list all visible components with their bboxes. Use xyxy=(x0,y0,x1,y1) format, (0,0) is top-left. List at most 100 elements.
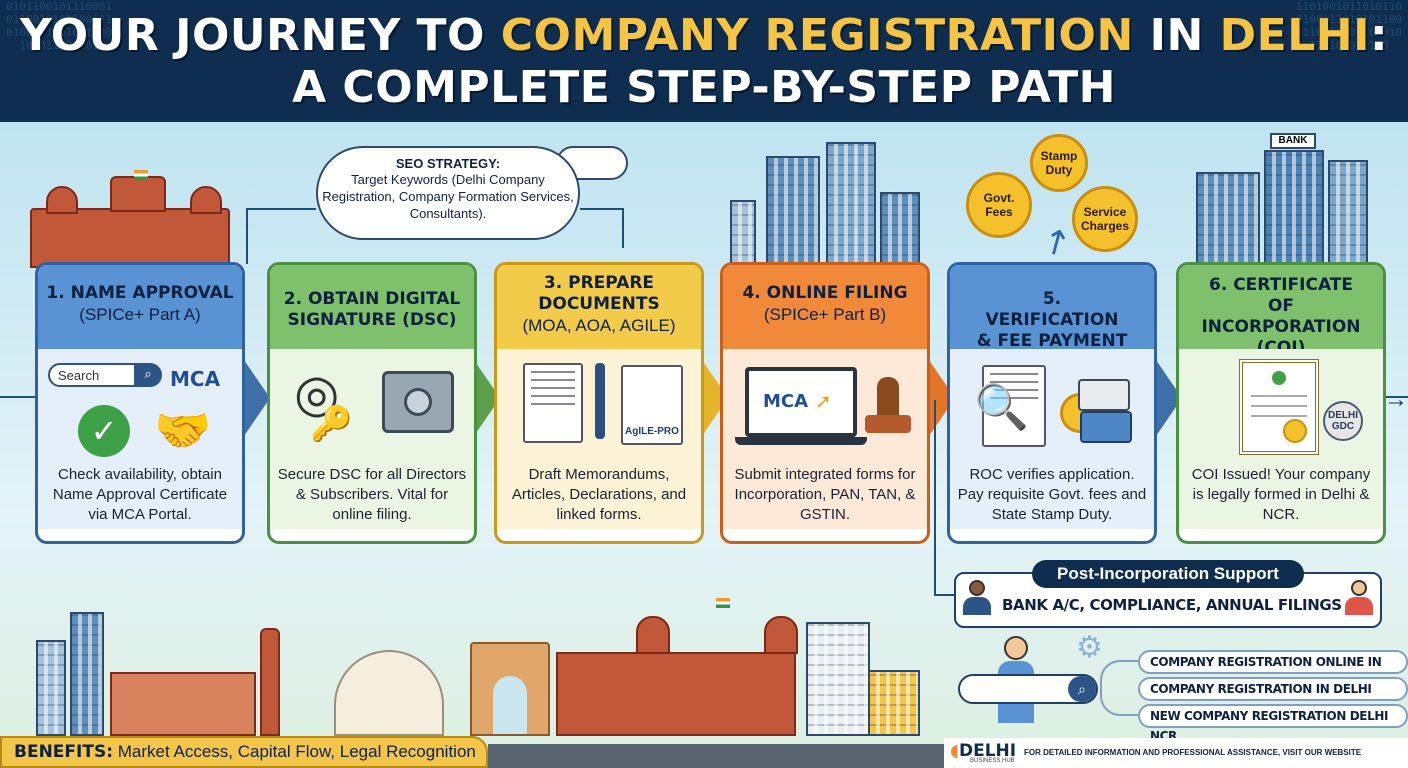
search-icon[interactable]: ⌕ xyxy=(1068,676,1096,702)
step-title: 4. ONLINE FILING xyxy=(742,283,908,303)
seo-strategy-title: SEO STRATEGY: xyxy=(395,156,501,171)
chevron-right-icon xyxy=(244,360,270,436)
office-building-illustration xyxy=(806,622,870,736)
delhi-gdc-seal: DELHI GDC xyxy=(1323,401,1363,441)
fort-dome-right xyxy=(190,186,222,214)
seo-strategy-body: Target Keywords (Delhi Company Registrat… xyxy=(322,172,574,221)
step-title: 6. CERTIFICATE OF INCORPORATION (COI) xyxy=(1201,275,1361,358)
step-illustration: MCA ➚ xyxy=(723,349,927,461)
credit-card-icon xyxy=(1078,379,1130,411)
fort-dome-center xyxy=(110,176,166,212)
service-charges-coin: Service Charges xyxy=(1072,186,1138,252)
step-card-name-approval: 1. NAME APPROVAL (SPICe+ Part A) Search … xyxy=(35,262,245,544)
step-subtitle: (SPICe+ Part A) xyxy=(79,305,201,324)
fort-dome-left xyxy=(46,186,78,214)
step-description: Check availability, obtain Name Approval… xyxy=(38,461,242,529)
step-header: 4. ONLINE FILING (SPICe+ Part B) xyxy=(723,265,927,349)
step-card-certificate-of-incorporation: 6. CERTIFICATE OF INCORPORATION (COI) DE… xyxy=(1176,262,1386,544)
step-illustration: DELHI GDC xyxy=(1179,349,1383,461)
agile-pro-label: AgILE-PRO xyxy=(625,426,679,437)
agile-pro-form: AgILE-PRO xyxy=(621,365,683,445)
govt-fees-coin: Govt. Fees xyxy=(966,172,1032,238)
magnifier-icon: 🔍 xyxy=(974,383,1029,432)
post-incorporation-connector xyxy=(934,400,956,596)
document-icon xyxy=(523,363,583,443)
india-gate-illustration xyxy=(470,642,550,736)
step-card-prepare-documents: 3. PREPARE DOCUMENTS (MOA, AOA, AGILE) A… xyxy=(494,262,704,544)
seo-strategy-cloud: SEO STRATEGY: Target Keywords (Delhi Com… xyxy=(316,146,580,240)
bank-building-illustration xyxy=(1264,150,1324,266)
step-description: ROC verifies application. Pay requisite … xyxy=(950,461,1154,529)
post-incorporation-badge: Post-Incorporation Support xyxy=(1032,560,1304,588)
office-building-illustration xyxy=(868,670,920,736)
monument-illustration xyxy=(110,672,256,736)
checkmark-icon: ✓ xyxy=(78,405,130,457)
step-description: COI Issued! Your company is legally form… xyxy=(1179,461,1383,529)
stamp-duty-coin: Stamp Duty xyxy=(1030,134,1088,192)
fort-dome-right xyxy=(764,616,798,654)
mca-logo: MCA xyxy=(763,391,809,412)
rubber-stamp-icon xyxy=(877,377,899,417)
step-description: Submit integrated forms for Incorporatio… xyxy=(723,461,927,529)
india-flag-icon xyxy=(134,170,148,180)
skyscraper-illustration xyxy=(826,142,876,266)
binary-pattern-left: 0101100101110001011001010110011101001011… xyxy=(6,0,112,52)
award-ribbon-icon xyxy=(1283,419,1307,443)
logo-text: DELHI xyxy=(958,741,1017,761)
skyscraper-illustration xyxy=(730,200,756,266)
laptop-icon: MCA ➚ xyxy=(745,367,857,437)
credit-card-icon xyxy=(1080,411,1132,443)
safe-dial xyxy=(404,388,432,416)
step-subtitle: (MOA, AOA, AGILE) xyxy=(522,316,676,335)
qutub-minar-illustration xyxy=(260,628,280,736)
step-illustration: ◎ 🔑 xyxy=(270,349,474,461)
safe-icon xyxy=(382,371,454,433)
consultant-avatar-left xyxy=(962,580,992,616)
india-gate-arch xyxy=(493,676,527,734)
step-title: 5. VERIFICATION & FEE PAYMENT xyxy=(976,289,1128,351)
post-incorporation-text: BANK A/C, COMPLIANCE, ANNUAL FILINGS xyxy=(1002,596,1342,614)
step-title: 2. OBTAIN DIGITAL SIGNATURE (DSC) xyxy=(283,289,461,330)
consultant-avatar-right xyxy=(1344,580,1374,616)
step-header: 5. VERIFICATION & FEE PAYMENT xyxy=(950,265,1154,351)
step-header: 1. NAME APPROVAL (SPICe+ Part A) xyxy=(38,265,242,349)
step-card-online-filing: 4. ONLINE FILING (SPICe+ Part B) MCA ➚ S… xyxy=(720,262,930,544)
rubber-stamp-base xyxy=(865,415,911,433)
red-fort-illustration xyxy=(30,208,230,268)
red-fort-illustration xyxy=(556,652,796,736)
connector-arrow-right xyxy=(580,208,624,248)
keyword-pill[interactable]: NEW COMPANY REGISTRATION DELHI NCR xyxy=(1138,704,1408,743)
skyscraper-illustration xyxy=(880,192,920,266)
handshake-icon: 🤝 xyxy=(154,404,212,456)
benefits-label: BENEFITS: xyxy=(14,742,113,762)
skyscraper-illustration xyxy=(70,612,104,736)
step-description: Secure DSC for all Directors & Subscribe… xyxy=(270,461,474,529)
gear-icon: ⚙ xyxy=(1076,631,1103,664)
connector-arrow-left xyxy=(246,208,316,264)
cursor-icon: ➚ xyxy=(815,391,832,413)
binary-pattern-right: 1101001011010110010011101010110001101101… xyxy=(1296,0,1402,52)
step-description: Draft Memorandums, Articles, Declaration… xyxy=(497,461,701,529)
step-header: 3. PREPARE DOCUMENTS (MOA, AOA, AGILE) xyxy=(497,265,701,349)
step-header: 6. CERTIFICATE OF INCORPORATION (COI) xyxy=(1179,265,1383,358)
delhi-business-hub-logo[interactable]: ◖DELHI xyxy=(950,741,1016,761)
step-card-verification-fee-payment: 5. VERIFICATION & FEE PAYMENT 🔍 ROC veri… xyxy=(947,262,1157,544)
india-flag-icon xyxy=(716,598,730,608)
bank-building-illustration xyxy=(1196,172,1260,266)
document-icon xyxy=(982,365,1046,447)
step-illustration: 🔍 xyxy=(950,349,1154,461)
certificate-emblem xyxy=(1272,371,1286,385)
mca-logo: MCA xyxy=(170,367,221,391)
footer-note: FOR DETAILED INFORMATION AND PROFESSIONA… xyxy=(1024,748,1362,757)
fingerprint-icon: ◎ xyxy=(294,365,340,423)
keyword-pill[interactable]: COMPANY REGISTRATION IN DELHI FEE xyxy=(1138,677,1408,716)
fort-dome-left xyxy=(636,616,670,654)
search-icon[interactable]: ⌕ xyxy=(134,363,162,387)
keyword-pill[interactable]: COMPANY REGISTRATION ONLINE IN DELHI xyxy=(1138,650,1408,689)
keyword-connector xyxy=(1100,660,1138,716)
logo-subtitle: BUSINESS HUB xyxy=(970,758,1015,764)
arrow-right-icon: → xyxy=(1384,386,1408,413)
step-subtitle: (SPICe+ Part B) xyxy=(763,305,887,324)
laptop-base xyxy=(735,437,867,445)
page-title-line2: A COMPLETE STEP-BY-STEP PATH xyxy=(292,62,1116,113)
